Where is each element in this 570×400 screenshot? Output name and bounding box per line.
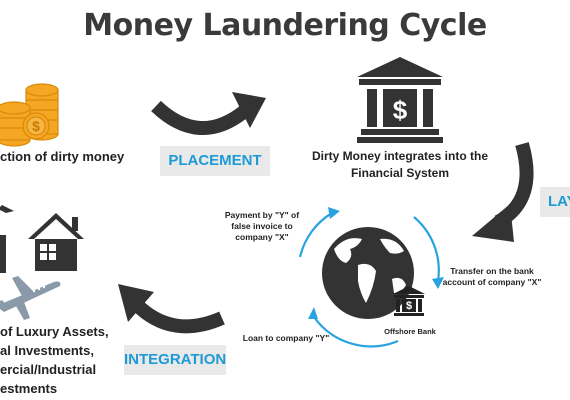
stage-integration: INTEGRATION [124,345,226,375]
layering-arrow [472,142,534,242]
offshore-bank-label: Offshore Bank [384,327,436,336]
stage-placement: PLACEMENT [160,146,270,176]
svg-text:$: $ [393,95,408,125]
financial-system-line-1: Dirty Money integrates into the [311,149,489,163]
stage-layering: LAY [540,187,570,217]
svg-text:$: $ [406,300,412,312]
integration-arrow [118,284,225,334]
dirty-money-label: ction of dirty money [0,149,125,164]
assets-line-4: estments [0,381,58,396]
house-icon [28,213,84,271]
assets-label: of Luxury Assets, al Investments, ercial… [0,322,109,398]
transfer-line-1: Transfer on the bank [450,266,534,276]
loan-label: Loan to company "Y" [242,333,330,343]
payment-line-3: company "X" [235,232,289,242]
svg-text:$: $ [32,118,40,134]
airplane-icon [0,276,61,320]
transfer-label: Transfer on the bank account of company … [432,266,552,288]
transfer-line-2: account of company "X" [442,277,542,287]
page-title: Money Laundering Cycle [83,8,487,43]
assets-line-2: al Investments, [0,343,94,358]
assets-line-1: of Luxury Assets, [0,324,109,339]
coins-icon: $ [0,83,59,147]
payment-line-1: Payment by "Y" of [224,210,300,220]
payment-line-2: false invoice to [231,221,293,231]
assets-line-3: ercial/Industrial [0,362,97,377]
payment-label: Payment by "Y" of false invoice to compa… [212,210,312,243]
globe-cycle [298,207,444,348]
building-icon [0,205,14,273]
financial-system-line-2: Financial System [350,166,450,180]
placement-arrow [151,92,266,136]
bank-icon: $ [357,57,443,143]
financial-system-label: Dirty Money integrates into the Financia… [300,148,500,182]
offshore-bank-icon: $ [393,286,425,316]
